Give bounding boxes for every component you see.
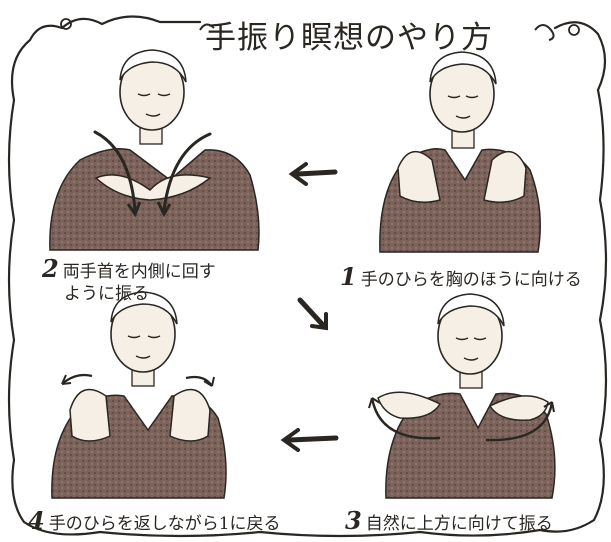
step-number: 3 xyxy=(345,506,362,535)
page-title: 手振り瞑想のやり方 xyxy=(205,20,493,56)
arrow-step-3-to-4 xyxy=(280,428,339,452)
step-number: 4 xyxy=(28,506,45,535)
arrow-step-1-to-2 xyxy=(288,162,338,186)
figure-step-2 xyxy=(49,49,260,251)
arrow-step-2-to-3 xyxy=(297,297,328,331)
step-text: 手のひらを返しながら1に戻る xyxy=(48,514,281,534)
figure-step-3 xyxy=(368,293,556,499)
step-number: 2 xyxy=(42,254,59,283)
figure-step-1 xyxy=(379,51,541,253)
step-text-line1: 両手首を内側に回す xyxy=(62,262,216,282)
step-number: 1 xyxy=(340,262,357,291)
figure-step-4 xyxy=(51,291,227,499)
step-text-line2: ように振る xyxy=(64,284,149,304)
step-text: 自然に上方に向けて振る xyxy=(365,514,553,534)
step-text: 手のひらを胸のほうに向ける xyxy=(360,270,582,290)
decorative-border xyxy=(7,15,608,538)
